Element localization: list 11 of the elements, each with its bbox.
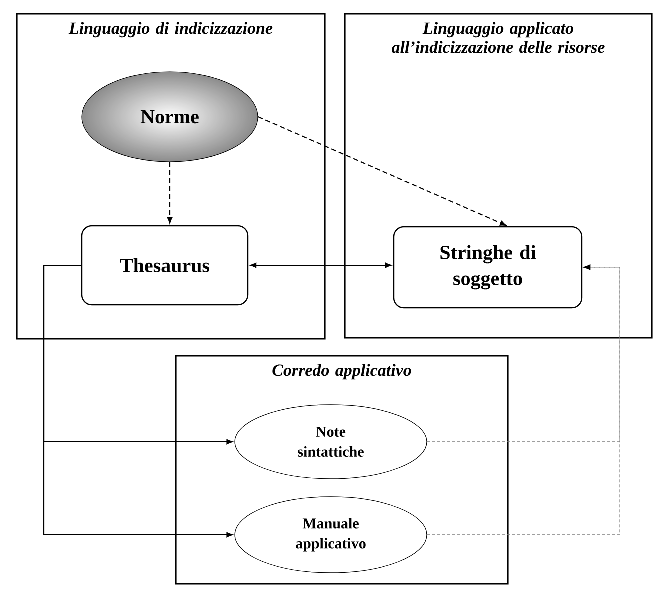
rounded-box: Stringhe di soggetto [393,226,583,309]
arrow [258,116,506,226]
ellipse-node: Norme [82,72,258,162]
ellipse-node: Manuale applicativo [234,496,428,574]
rounded-box: Thesaurus [81,225,249,306]
ellipse-node: Note sintattiche [234,404,428,480]
arrow [427,264,620,536]
arrow [167,162,173,224]
arrow [250,262,392,268]
arrow [43,264,233,538]
arrow [427,264,620,442]
